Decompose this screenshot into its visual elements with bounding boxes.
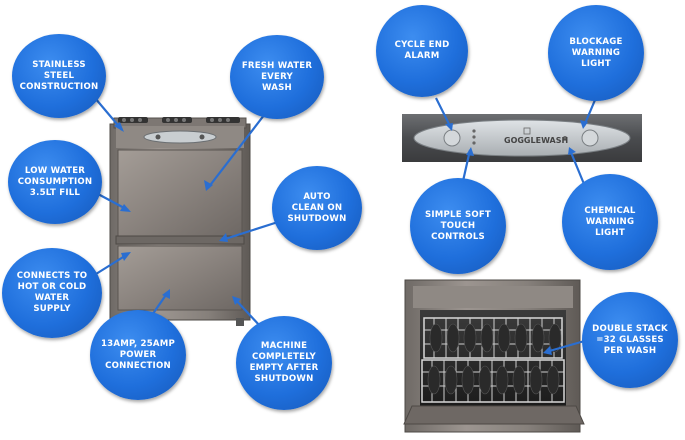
callout-arrowheads [114, 120, 588, 355]
dishwasher-unit [109, 117, 251, 326]
rack-handles [118, 117, 240, 123]
glass [546, 365, 560, 395]
glass [495, 365, 509, 395]
pointer-cycle-end [435, 97, 452, 129]
glass [531, 323, 545, 353]
glass [429, 323, 443, 353]
control-panel-closeup: GOGGLEWASH [402, 114, 642, 162]
pointer-machine-empty [233, 297, 261, 327]
glass [446, 323, 460, 353]
callout-soft-touch: SIMPLE SOFT TOUCH CONTROLS [410, 178, 506, 274]
callout-double-stack: DOUBLE STACK =32 GLASSES PER WASH [582, 292, 678, 388]
callout-stainless-steel: STAINLESS STEEL CONSTRUCTION [12, 34, 106, 118]
pointer-chemical [568, 149, 586, 185]
callout-machine-empty: MACHINE COMPLETELY EMPTY AFTER SHUTDOWN [236, 316, 332, 410]
callout-cycle-end-alarm: CYCLE END ALARM [376, 5, 468, 97]
glass [444, 365, 458, 395]
glass [461, 365, 475, 395]
glass [529, 365, 543, 395]
pointer-fresh-water [207, 109, 269, 189]
pointer-double-stack [545, 338, 589, 354]
glass [480, 323, 494, 353]
callout-power-connection: 13AMP, 25AMP POWER CONNECTION [90, 310, 186, 400]
callout-auto-clean: AUTO CLEAN ON SHUTDOWN [272, 166, 362, 250]
glass [548, 323, 562, 353]
callout-low-water: LOW WATER CONSUMPTION 3.5LT FILL [8, 140, 102, 224]
glass [478, 365, 492, 395]
glass [514, 323, 528, 353]
glass [512, 365, 526, 395]
callout-blockage-light: BLOCKAGE WARNING LIGHT [548, 5, 644, 101]
glass [427, 365, 441, 395]
glass [497, 323, 511, 353]
open-dishwasher-photo [403, 279, 585, 433]
pointer-auto-clean [221, 220, 279, 242]
callout-chemical-light: CHEMICAL WARNING LIGHT [562, 174, 658, 270]
glass [463, 323, 477, 353]
callout-connects-water: CONNECTS TO HOT OR COLD WATER SUPPLY [2, 248, 102, 338]
callout-fresh-water: FRESH WATER EVERY WASH [230, 35, 324, 119]
panel-brand-text: GOGGLEWASH [504, 136, 568, 145]
